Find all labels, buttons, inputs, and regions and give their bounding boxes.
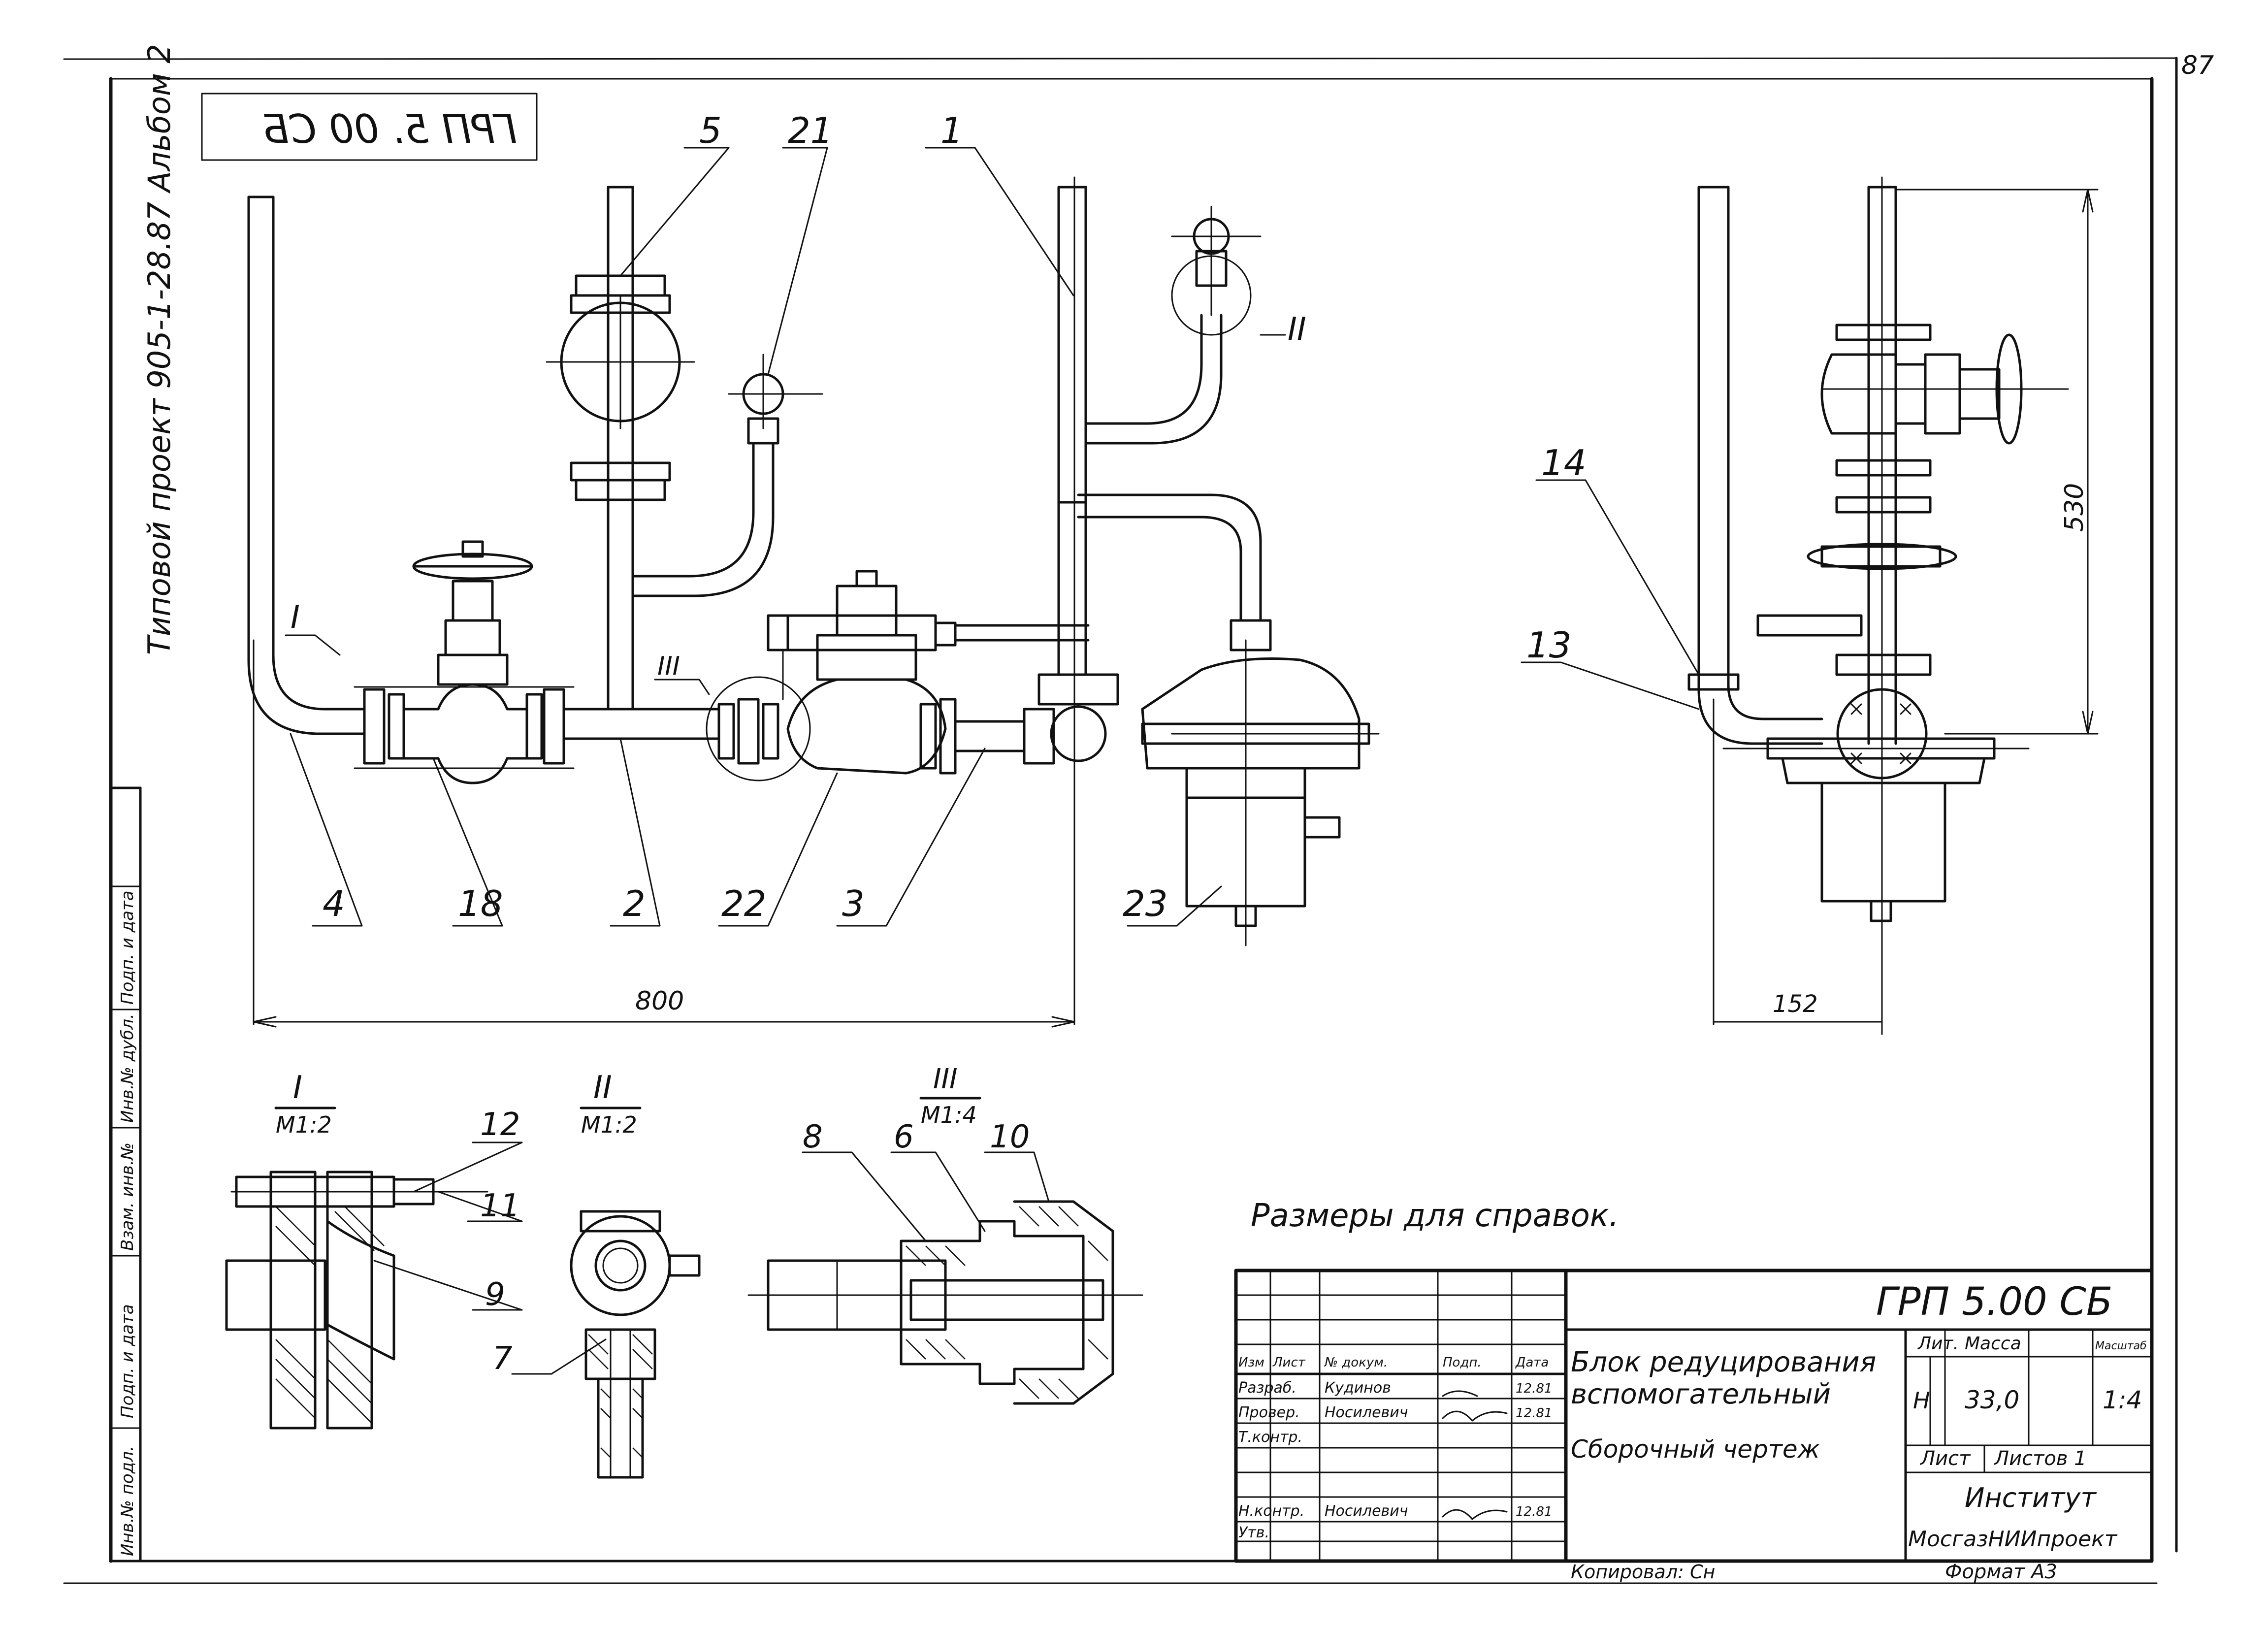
lit-value: Н bbox=[1913, 1387, 1930, 1414]
detail-II-scale: М1:2 bbox=[581, 1111, 637, 1138]
callout-22: 22 bbox=[721, 883, 767, 924]
reference-dimensions-note: Размеры для справок. bbox=[1251, 1198, 1619, 1234]
dimension-530: 530 bbox=[2060, 483, 2089, 532]
razrab-name: Кудинов bbox=[1325, 1379, 1391, 1397]
detail-I-title: I bbox=[293, 1070, 302, 1106]
row-tkontr: Т.контр. bbox=[1238, 1429, 1302, 1446]
callout-II: II bbox=[1288, 311, 1306, 348]
detail-I-scale: М1:2 bbox=[276, 1111, 332, 1138]
detail-II-title: II bbox=[593, 1070, 612, 1106]
detail-III-title: III bbox=[933, 1063, 958, 1095]
detail-label-8: 8 bbox=[803, 1119, 823, 1155]
callout-5: 5 bbox=[699, 110, 722, 151]
hdr-podp: Подп. bbox=[1443, 1355, 1482, 1370]
hdr-data: Дата bbox=[1515, 1355, 1549, 1370]
callout-III: III bbox=[657, 652, 680, 681]
detail-label-10: 10 bbox=[990, 1119, 1030, 1155]
razrab-date: 12.81 bbox=[1516, 1381, 1552, 1396]
main-assembly-view bbox=[247, 147, 1380, 1028]
dimension-152: 152 bbox=[1773, 990, 1818, 1018]
detail-label-12: 12 bbox=[480, 1107, 520, 1143]
org-line2: МосгазНИИпроект bbox=[1908, 1527, 2118, 1552]
callout-23: 23 bbox=[1123, 883, 1168, 924]
callout-I: I bbox=[291, 599, 300, 636]
callout-1: 1 bbox=[940, 110, 963, 151]
list-label: Лист bbox=[1919, 1447, 1971, 1470]
side-project-label: Типовой проект 905-1-28.87 Альбом 2 bbox=[141, 44, 177, 655]
left-col-label-4: Инв.№ дубл. bbox=[118, 1013, 137, 1123]
detail-I bbox=[225, 1107, 523, 1430]
title-code: ГРП 5.00 СБ bbox=[1876, 1280, 2112, 1324]
left-column-table bbox=[109, 786, 142, 1563]
title-name-line3: Сборочный чертеж bbox=[1571, 1435, 1820, 1464]
left-col-label-1: Инв.№ подл. bbox=[118, 1446, 137, 1556]
listov-label: Листов 1 bbox=[1993, 1447, 2087, 1470]
hdr-list: Лист bbox=[1272, 1355, 1306, 1370]
detail-III-scale: М1:4 bbox=[921, 1102, 977, 1128]
prover-name: Носилевич bbox=[1325, 1404, 1408, 1421]
callout-2: 2 bbox=[623, 883, 646, 924]
callout-4: 4 bbox=[323, 883, 345, 924]
row-nkontr: Н.контр. bbox=[1238, 1502, 1304, 1520]
detail-label-7: 7 bbox=[492, 1340, 513, 1377]
callout-13: 13 bbox=[1526, 624, 1572, 666]
row-prover: Провер. bbox=[1238, 1404, 1300, 1421]
detail-II bbox=[511, 1107, 701, 1479]
left-col-label-2: Подп. и дата bbox=[118, 1304, 137, 1418]
hdr-masshtab: Масштаб bbox=[2095, 1340, 2147, 1352]
hdr-lit: Лит. bbox=[1917, 1334, 1959, 1354]
masshtab-value: 1:4 bbox=[2103, 1386, 2142, 1414]
row-utv: Утв. bbox=[1238, 1524, 1269, 1541]
nkontr-name: Носилевич bbox=[1325, 1502, 1408, 1520]
title-name-line2: вспомогательный bbox=[1571, 1378, 1831, 1410]
nkontr-date: 12.81 bbox=[1516, 1504, 1552, 1519]
detail-III bbox=[747, 1097, 1143, 1405]
callout-21: 21 bbox=[788, 110, 833, 151]
hdr-doc: № докум. bbox=[1324, 1355, 1388, 1370]
left-col-label-5: Подп. и дата bbox=[118, 890, 137, 1005]
callout-18: 18 bbox=[458, 883, 503, 924]
callout-3: 3 bbox=[842, 883, 865, 924]
dimension-800: 800 bbox=[635, 986, 684, 1016]
sheet-format: Формат А3 bbox=[1945, 1561, 2057, 1583]
callout-14: 14 bbox=[1541, 442, 1587, 484]
org-line1: Институт bbox=[1965, 1482, 2097, 1513]
title-name-line1: Блок редуцирования bbox=[1571, 1346, 1876, 1378]
side-view bbox=[1521, 176, 2099, 1035]
massa-value: 33,0 bbox=[1965, 1386, 2019, 1414]
row-razrab: Разраб. bbox=[1238, 1379, 1296, 1397]
detail-label-9: 9 bbox=[485, 1276, 505, 1313]
title-block bbox=[1234, 1269, 2154, 1563]
mirrored-stamp-text: ГРП 5. 00 СБ bbox=[262, 106, 517, 152]
sheet-number: 87 bbox=[2181, 51, 2214, 80]
prover-date: 12.81 bbox=[1516, 1406, 1552, 1421]
copied-by: Копировал: Сн bbox=[1571, 1561, 1715, 1583]
mirrored-stamp: ГРП 5. 00 СБ bbox=[201, 93, 538, 161]
detail-label-6: 6 bbox=[894, 1119, 914, 1155]
left-col-label-3: Взам. инв.№ bbox=[118, 1142, 137, 1251]
hdr-izm: Изм bbox=[1238, 1355, 1264, 1370]
hdr-massa: Масса bbox=[1965, 1334, 2021, 1354]
detail-label-11: 11 bbox=[480, 1188, 520, 1224]
